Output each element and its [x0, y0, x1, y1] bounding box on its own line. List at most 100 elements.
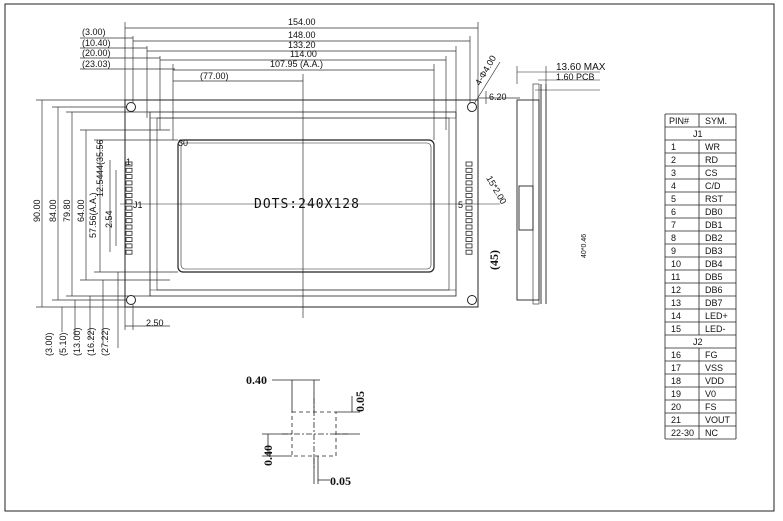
dim-77: (77.00)	[200, 71, 229, 81]
mounting-holes	[126, 102, 477, 305]
dim-107: 107.95 (A.A.)	[270, 59, 323, 69]
drawing-border	[4, 3, 775, 512]
dim-148: 148.00	[288, 30, 316, 40]
j1-pin	[125, 230, 133, 236]
side-side-label: 40*0.46	[581, 234, 588, 258]
table-pin-symbol: WR	[705, 142, 720, 152]
dim-133: 133.20	[288, 40, 316, 50]
j2-pin	[465, 243, 473, 249]
table-pin-number: 6	[671, 207, 676, 217]
table-pin-number: 13	[671, 298, 681, 308]
pin-detail	[262, 379, 360, 484]
j1-connector	[125, 161, 133, 255]
j2-pin	[465, 193, 473, 198]
mounting-hole-icon	[126, 102, 136, 112]
table-pin-number: 4	[671, 181, 676, 191]
j2-pin	[465, 224, 473, 230]
j2-pin	[465, 180, 473, 186]
left-dim-23: (23.03)	[82, 59, 111, 69]
pin-end-label: 5	[458, 200, 463, 210]
table-group-label: J1	[693, 129, 703, 139]
j1-pin	[125, 161, 133, 167]
j2-pin	[465, 211, 473, 217]
j2-pin	[465, 205, 473, 211]
table-pin-number: 15	[671, 324, 681, 334]
j1-pin	[125, 180, 133, 186]
mounting-hole-icon	[126, 295, 136, 305]
table-pin-symbol: DB4	[705, 259, 723, 269]
pitch-label: 15*2.00	[484, 174, 508, 206]
table-pin-symbol: DB0	[705, 207, 723, 217]
table-pin-number: 19	[671, 389, 681, 399]
table-pin-symbol: FS	[705, 402, 717, 412]
table-pin-symbol: C/D	[705, 181, 721, 191]
table-header-sym: SYM.	[705, 116, 727, 126]
j1-pin	[125, 224, 133, 230]
table-pin-symbol: LED-	[705, 324, 726, 334]
mounting-hole-icon	[467, 295, 477, 305]
table-pin-symbol: DB7	[705, 298, 723, 308]
table-pin-number: 1	[671, 142, 676, 152]
table-pin-number: 8	[671, 233, 676, 243]
table-pin-symbol: VOUT	[705, 415, 731, 425]
table-pin-number: 3	[671, 168, 676, 178]
table-pin-symbol: RST	[705, 194, 724, 204]
pin1-label: 1	[126, 157, 131, 167]
dim-79: 79.80	[62, 199, 72, 222]
hole-label: 4-Φ4.00	[473, 54, 498, 87]
table-pin-symbol: NC	[705, 428, 718, 438]
j1-pin	[125, 205, 133, 211]
table-pin-number: 18	[671, 376, 681, 386]
table-group-label: J2	[693, 337, 703, 347]
table-header-pin: PIN#	[669, 116, 689, 126]
bottom-dim-16: (16.22)	[86, 327, 96, 356]
dim-57: 57.56(A.A.)	[88, 192, 98, 238]
j1-pin	[125, 193, 133, 198]
j1-pin	[125, 211, 133, 217]
left-dim-3: (3.00)	[82, 27, 106, 37]
j1-label: J1	[133, 200, 143, 210]
j2-pin	[465, 174, 473, 180]
table-pin-symbol: DB2	[705, 233, 723, 243]
table-pin-symbol: DB5	[705, 272, 723, 282]
j2-pin	[465, 218, 473, 224]
j2-pin	[465, 249, 473, 255]
j2-pin	[465, 199, 473, 205]
j1-pin	[125, 167, 133, 173]
table-pin-number: 12	[671, 285, 681, 295]
table-pin-number: 17	[671, 363, 681, 373]
j2-pin	[465, 237, 473, 243]
table-pin-number: 20	[671, 402, 681, 412]
table-pin-number: 11	[671, 272, 680, 282]
table-pin-number: 14	[671, 311, 681, 321]
dim-84: 84.00	[48, 199, 58, 222]
max-thickness: 13.60 MAX	[556, 62, 606, 73]
table-pin-symbol: FG	[705, 350, 718, 360]
dim-2-50: 2.50	[146, 318, 164, 328]
bottom-dim-3: (3.00)	[44, 332, 54, 356]
table-pin-symbol: DB6	[705, 285, 723, 295]
bottom-dim-5: (5.10)	[58, 332, 68, 356]
pcb-thickness: 1.60 PCB	[556, 72, 595, 82]
j2-pin	[465, 186, 473, 192]
j2-pin	[465, 167, 473, 173]
dim-2-54: 2.54	[104, 210, 114, 228]
top-dimension-lines	[80, 22, 479, 318]
table-pin-symbol: LED+	[705, 311, 728, 321]
lcd-label: DOTS:240X128	[254, 197, 360, 212]
table-pin-symbol: CS	[705, 168, 718, 178]
spacing-label: (45)	[487, 250, 501, 270]
bottom-dim-13: (13.00)	[72, 327, 82, 356]
dim-114: 114.00	[290, 49, 317, 59]
j2-pin	[465, 230, 473, 236]
corner-id-label: 30	[178, 138, 188, 148]
left-dimension-lines	[36, 99, 178, 348]
detail-gap-bottom: 0.05	[330, 474, 351, 488]
detail-width: 0.40	[246, 373, 267, 387]
offset-label: 6.20	[489, 92, 507, 102]
j1-pin	[125, 249, 133, 255]
table-pin-symbol: V0	[705, 389, 716, 399]
table-pin-number: 22-30	[671, 428, 694, 438]
dim-64: 64.00	[76, 199, 86, 222]
